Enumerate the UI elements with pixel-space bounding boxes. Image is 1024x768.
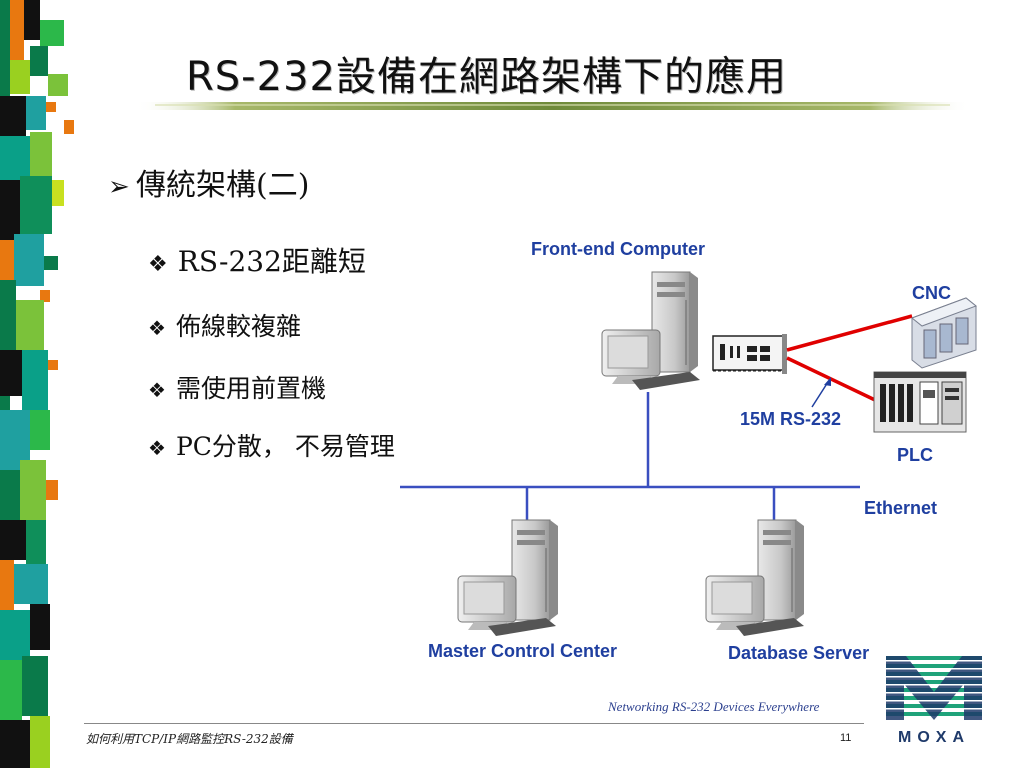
bullet-text: PC分散， 不易管理 bbox=[175, 432, 395, 461]
bullet-text: 需使用前置機 bbox=[175, 374, 326, 403]
moxa-wordmark: MOXA bbox=[898, 729, 970, 746]
master-control-computer-icon bbox=[457, 519, 558, 636]
diamond-bullet-icon: ❖ bbox=[148, 436, 166, 460]
cnc-machine-icon bbox=[910, 297, 978, 369]
multiport-serial-card-icon bbox=[712, 334, 787, 374]
database-server-label: Database Server bbox=[728, 643, 870, 663]
bullet-text: 佈線較複雜 bbox=[175, 312, 301, 341]
moxa-logo-icon bbox=[884, 652, 984, 724]
arrow-bullet-icon: ➢ bbox=[108, 172, 130, 202]
tagline: Networking RS-232 Devices Everywhere bbox=[608, 699, 820, 714]
rs232-cable-label: 15M RS-232 bbox=[740, 409, 842, 429]
ethernet-label: Ethernet bbox=[864, 498, 938, 518]
database-server-computer-icon bbox=[705, 519, 804, 636]
master-control-center-label: Master Control Center bbox=[428, 641, 618, 661]
slide-title: RS-232設備在網路架構下的應用 bbox=[186, 54, 787, 100]
title-underline-decoration bbox=[135, 102, 970, 110]
diamond-bullet-icon: ❖ bbox=[148, 316, 166, 340]
bullet-item: ❖ 佈線較複雜 bbox=[148, 307, 301, 343]
cable-pointer-arrow-icon bbox=[811, 377, 831, 408]
bullet-item: ❖ 需使用前置機 bbox=[148, 369, 326, 405]
bullet-text: RS-232距離短 bbox=[177, 245, 366, 278]
decorative-left-strip bbox=[0, 0, 74, 768]
ethernet-bus bbox=[400, 392, 860, 520]
plc-device-icon bbox=[873, 371, 967, 433]
front-end-computer-icon bbox=[601, 271, 700, 390]
cnc-label: CNC bbox=[912, 283, 951, 303]
bullet-item: ❖ PC分散， 不易管理 bbox=[148, 427, 395, 463]
front-end-computer-label: Front-end Computer bbox=[531, 239, 705, 259]
footer-title: 如何利用TCP/IP網路監控RS-232設備 bbox=[86, 732, 293, 746]
page-number: 11 bbox=[840, 732, 852, 744]
section-heading-text: 傳統架構(二) bbox=[136, 168, 310, 203]
footer-divider bbox=[84, 723, 864, 724]
bullet-item: ❖ RS-232距離短 bbox=[148, 240, 366, 280]
diamond-bullet-icon: ❖ bbox=[148, 252, 168, 277]
section-heading: ➢傳統架構(二) bbox=[108, 160, 309, 204]
plc-label: PLC bbox=[897, 445, 933, 465]
diamond-bullet-icon: ❖ bbox=[148, 378, 166, 402]
